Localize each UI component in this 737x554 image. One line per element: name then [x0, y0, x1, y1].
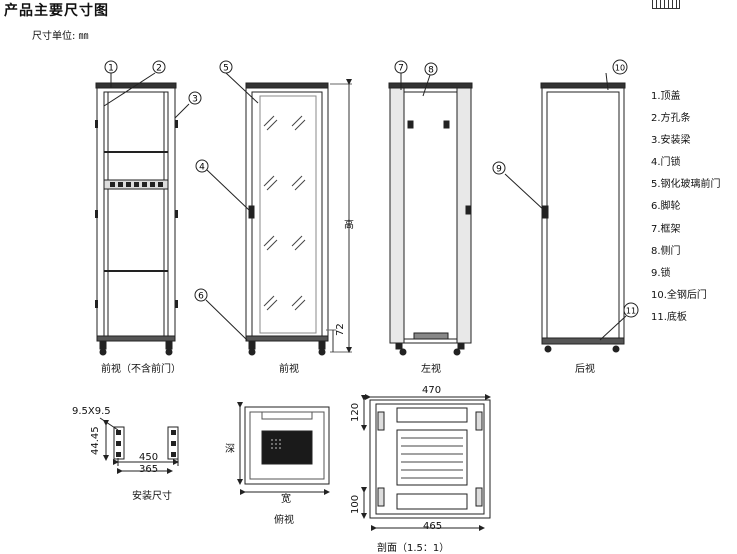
- svg-text:11: 11: [626, 307, 636, 316]
- legend-item: 9.锁: [651, 267, 671, 279]
- callout-8: 8: [424, 62, 438, 76]
- dim-mount-inner: 365: [139, 464, 159, 475]
- svg-text:5: 5: [223, 64, 229, 74]
- dim-section-lower: 100: [350, 494, 361, 514]
- dim-width: 宽: [281, 494, 291, 505]
- view-rear: [504, 72, 627, 353]
- callout-2: 2: [152, 60, 166, 74]
- legend-item: 7.框架: [651, 223, 681, 235]
- view-front: [205, 72, 352, 356]
- legend-item: 1.顶盖: [651, 91, 681, 102]
- dim-foot: 72: [335, 323, 346, 336]
- caption-top: 俯视: [274, 515, 294, 526]
- callout-1: 1: [104, 60, 118, 74]
- dim-section-bottom: 465: [423, 521, 443, 532]
- legend-item: 11.底板: [651, 311, 687, 323]
- legend-item: 3.安装梁: [651, 135, 691, 147]
- legend-item: 4.门锁: [651, 157, 681, 169]
- view-front-no-door: [95, 72, 190, 356]
- dim-section-top: 470: [422, 385, 442, 396]
- legend-item: 5.钢化玻璃前门: [651, 179, 721, 191]
- legend-item: 2.方孔条: [651, 113, 691, 125]
- dim-height: 高: [344, 220, 354, 231]
- caption-mount: 安装尺寸: [132, 491, 172, 502]
- svg-text:2: 2: [156, 64, 162, 74]
- dim-hole: 9.5X9.5: [72, 406, 111, 417]
- caption-left: 左视: [421, 364, 441, 375]
- dim-pitch: 44.45: [90, 426, 101, 455]
- view-mount: [99, 417, 179, 474]
- caption-front: 前视: [279, 364, 299, 375]
- svg-text:9: 9: [496, 165, 502, 175]
- dim-depth: 深: [225, 444, 235, 455]
- svg-text:3: 3: [192, 95, 198, 105]
- view-left: [388, 73, 473, 356]
- caption-front-no-door: 前视（不含前门）: [101, 364, 181, 375]
- dim-mount-outer: 450: [139, 452, 159, 463]
- caption-rear: 后视: [575, 364, 595, 375]
- view-top: [237, 402, 330, 495]
- callout-4: 4: [195, 159, 209, 173]
- callout-10: 10: [612, 59, 628, 75]
- dim-section-upper: 120: [350, 402, 361, 422]
- svg-text:7: 7: [398, 64, 404, 74]
- parts-legend: 1.顶盖 2.方孔条 3.安装梁 4.门锁 5.钢化玻璃前门 6.脚轮 7.框架…: [651, 86, 721, 329]
- unit-label: 尺寸单位: ㎜: [32, 31, 89, 42]
- callout-6: 6: [194, 288, 208, 302]
- view-section: [361, 394, 491, 531]
- callout-11: 11: [623, 302, 639, 318]
- svg-text:1: 1: [108, 64, 114, 74]
- caption-section: 剖面（1.5：1）: [377, 543, 450, 554]
- svg-text:6: 6: [198, 292, 204, 302]
- callout-9: 9: [492, 161, 506, 175]
- corner-fragment: [652, 0, 680, 9]
- page-title: 产品主要尺寸图: [4, 3, 109, 19]
- svg-text:8: 8: [428, 66, 434, 76]
- svg-text:4: 4: [199, 163, 205, 173]
- legend-item: 8.侧门: [651, 245, 681, 257]
- callout-7: 7: [394, 60, 408, 74]
- legend-item: 10.全钢后门: [651, 289, 707, 301]
- legend-item: 6.脚轮: [651, 201, 681, 213]
- callout-5: 5: [219, 60, 233, 74]
- callout-markers: 1 2 3 4 5 6 7 8 9 10 11: [104, 59, 639, 318]
- callout-3: 3: [188, 91, 202, 105]
- svg-text:10: 10: [615, 64, 625, 73]
